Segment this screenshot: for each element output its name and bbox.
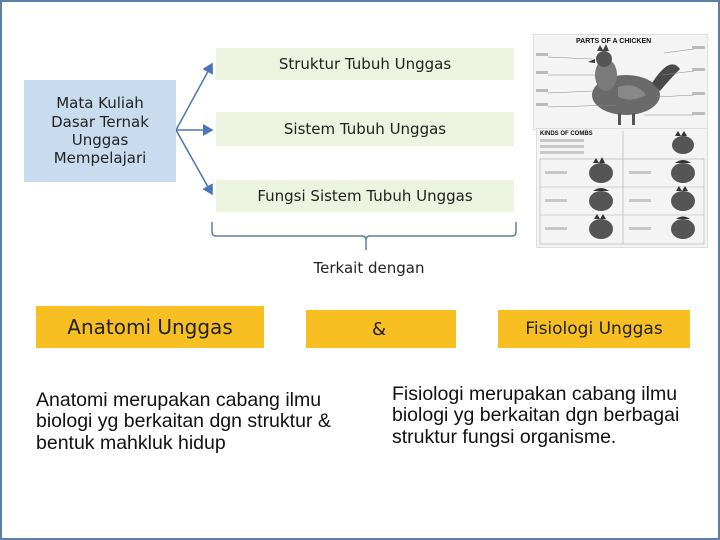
physiology-title-box: Fisiologi Unggas [498,310,690,348]
branch-struktur-box: Struktur Tubuh Unggas [216,48,514,80]
comb-head-5 [671,163,695,183]
comb-head-1 [589,163,613,183]
chicken-head [596,51,612,67]
anatomy-definition-text: Anatomi merupakan cabang ilmu biologi yg… [36,389,331,454]
chicken-leg-left [618,113,621,125]
chicken-leg-right [632,113,635,125]
comb-head-7 [671,219,695,239]
comb-head-4 [672,136,694,154]
physiology-title-text: Fisiologi Unggas [525,319,663,339]
anatomy-title-box: Anatomi Unggas [36,306,264,348]
chicken-neck [595,59,617,91]
combs-figure-title: KINDS OF COMBS [540,131,593,137]
combs-illustration [539,131,705,245]
chicken-figure-title: PARTS OF A CHICKEN [576,38,652,45]
branch-struktur-text: Struktur Tubuh Unggas [278,55,452,73]
branch-sistem-box: Sistem Tubuh Unggas [216,112,514,146]
chicken-illustration [536,44,705,125]
chicken-tail [652,64,680,91]
physiology-definition: Fisiologi merupakan cabang ilmu biologi … [384,376,694,500]
comb-head-2 [589,191,613,211]
kinds-of-combs-figure: KINDS OF COMBS [536,128,708,248]
center-topic-box: Mata Kuliah Dasar Ternak Unggas Mempelaj… [24,80,176,182]
comb-head-6 [671,191,695,211]
comb-head-3 [589,219,613,239]
anatomy-definition: Anatomi merupakan cabang ilmu biologi yg… [30,380,342,504]
relation-label-text: Terkait dengan [313,259,425,277]
branch-fungsi-text: Fungsi Sistem Tubuh Unggas [257,187,473,205]
chicken-beak [588,59,595,63]
chicken-comb [597,44,609,51]
anatomy-title-text: Anatomi Unggas [67,315,233,339]
branch-fungsi-box: Fungsi Sistem Tubuh Unggas [216,180,514,212]
arrow-to-struktur [175,62,213,131]
arrow-to-fungsi [175,129,213,196]
center-topic-text: Mata Kuliah Dasar Ternak Unggas Mempelaj… [51,94,149,168]
physiology-definition-text: Fisiologi merupakan cabang ilmu biologi … [392,383,680,448]
bracket-brace [211,222,517,250]
chicken-wing [618,85,646,100]
branch-sistem-text: Sistem Tubuh Unggas [283,120,447,138]
relation-label-box: Terkait dengan [264,252,474,284]
chicken-parts-figure: PARTS OF A CHICKEN [533,34,708,130]
ampersand-box: & [306,310,456,348]
ampersand-text: & [372,318,387,340]
comb-grid [539,158,705,245]
